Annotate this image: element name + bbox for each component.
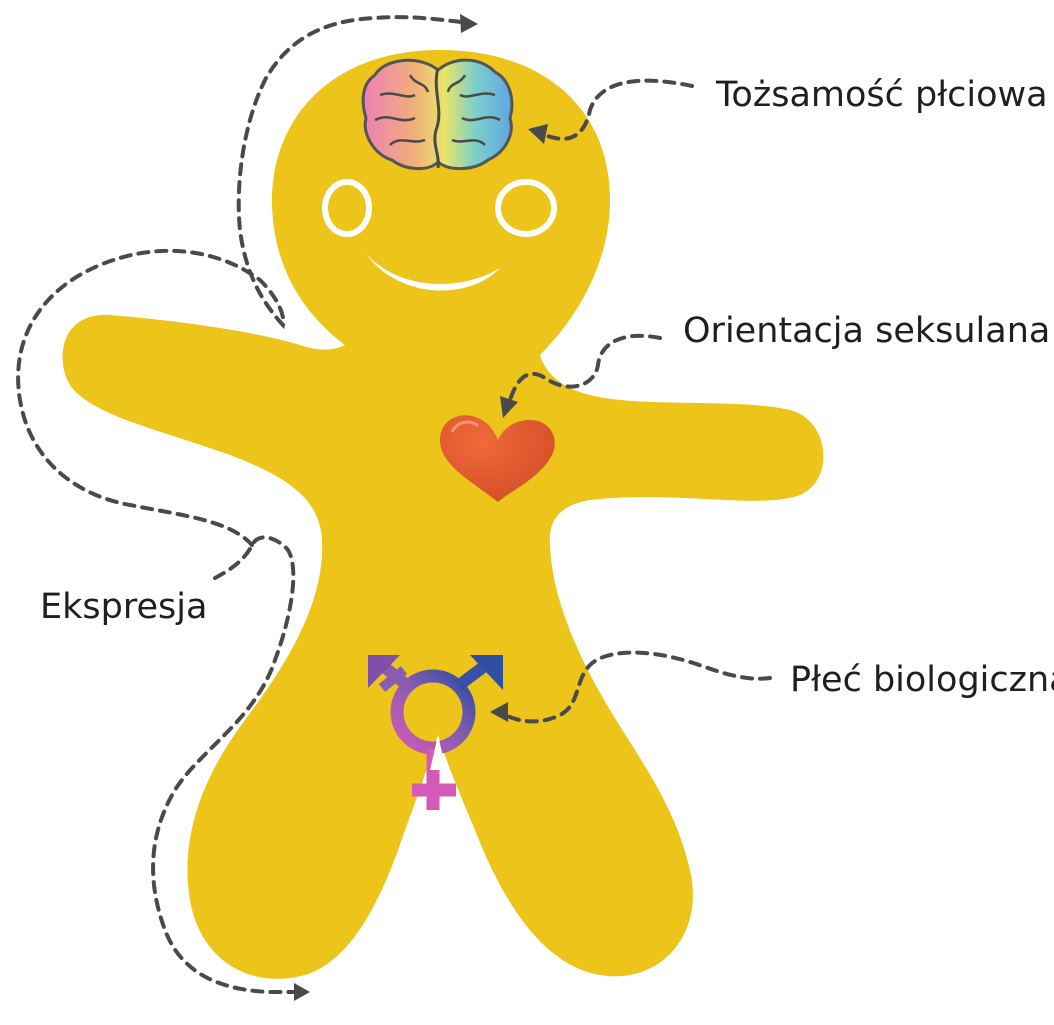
expression-arrowhead-top [460, 14, 478, 33]
label-sexual-orientation: Orientacja seksulana [683, 314, 1050, 349]
label-expression: Ekspresja [40, 590, 207, 625]
expression-arrowhead-bottom [294, 983, 310, 1001]
label-gender-identity: Tożsamość płciowa [716, 78, 1048, 113]
label-biological-sex: Płeć biologiczna [790, 663, 1054, 698]
brain-icon [363, 60, 512, 168]
